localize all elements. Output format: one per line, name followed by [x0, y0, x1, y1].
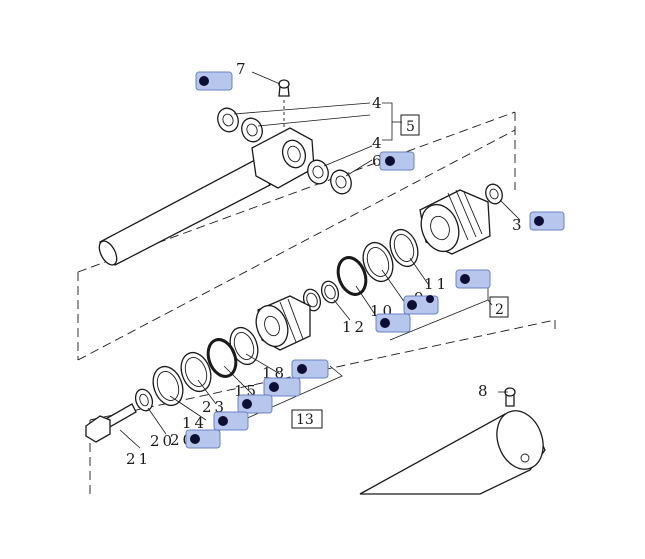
callout-5: 5 — [406, 119, 415, 135]
callout-7: 7 — [236, 60, 249, 78]
callout-4-upper: 4 — [372, 94, 385, 112]
callout-2: 2 — [495, 302, 504, 318]
callout-6-lower: 6 — [372, 152, 385, 170]
callout-12: 11 — [424, 275, 449, 293]
marker-6-upper[interactable] — [195, 71, 233, 91]
piston-rod — [98, 127, 315, 266]
callout-14: 14 — [182, 414, 207, 432]
callout-labels: 7 6 4 5 4 6 3 11 9 2 10 12 18 15 23 13 1… — [126, 60, 525, 468]
grease-nipple — [278, 79, 290, 128]
cylinder-gland — [419, 183, 503, 255]
marker-9[interactable] — [403, 295, 439, 315]
piston — [255, 295, 311, 351]
callout-21: 21 — [126, 450, 151, 468]
callout-4-lower: 4 — [372, 134, 385, 152]
marker-3[interactable] — [529, 211, 565, 231]
leader-lines — [119, 71, 521, 449]
marker-10[interactable] — [375, 313, 411, 333]
callout-20-right: 20 — [150, 432, 175, 450]
piston-bolt — [85, 403, 137, 443]
marker-14[interactable] — [213, 411, 249, 431]
callout-boxes — [291, 114, 509, 429]
marker-18[interactable] — [291, 359, 329, 379]
marker-6-lower[interactable] — [379, 151, 415, 171]
cylinder-barrel — [359, 387, 546, 495]
lower-seal-rings — [134, 326, 259, 412]
marker-15[interactable] — [263, 377, 301, 397]
callout-3: 3 — [512, 216, 525, 234]
marker-20[interactable] — [185, 429, 221, 449]
highlight-markers — [185, 71, 565, 449]
callout-11: 12 — [342, 318, 367, 336]
marker-23[interactable] — [237, 394, 273, 414]
callout-13: 13 — [296, 412, 314, 428]
callout-8: 8 — [478, 382, 491, 400]
marker-12[interactable] — [455, 269, 491, 289]
